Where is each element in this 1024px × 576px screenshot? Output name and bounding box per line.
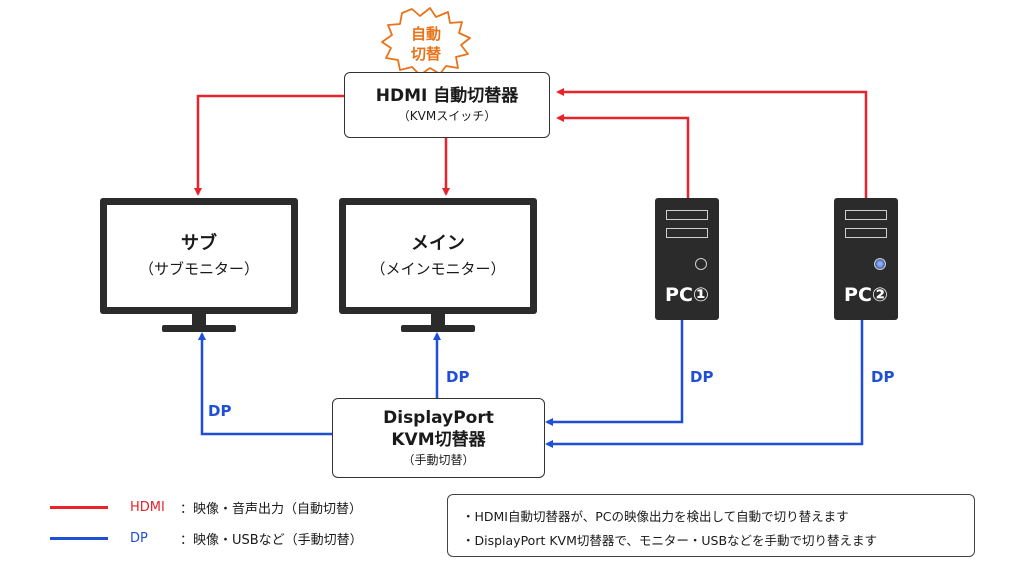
main-monitor: メイン （メインモニター） <box>339 198 537 314</box>
legend-dp: DP ：映像・USBなど（手動切替） <box>50 529 363 548</box>
hdmi-line-from-pc1 <box>556 114 690 198</box>
hdmi-auto-switch: HDMI 自動切替器 （KVMスイッチ） <box>344 72 550 138</box>
sub-monitor-stand <box>162 325 236 332</box>
dp-line-from-pc1 <box>545 320 684 426</box>
displayport-kvm-switch: DisplayPort KVM切替器 （手動切替） <box>332 398 545 478</box>
hdmi-switch-subtitle: （KVMスイッチ） <box>397 109 497 123</box>
legend-dp-name: DP <box>130 531 148 546</box>
legend-hdmi-description: ：映像・音声出力（自動切替） <box>180 502 363 517</box>
pc2-drive-bay-1 <box>845 210 887 220</box>
auto-switch-burst <box>381 7 471 76</box>
legend-dp-swatch <box>50 537 108 540</box>
pc2-drive-bay-2 <box>845 228 887 238</box>
pc1-drive-bay-2 <box>666 228 708 238</box>
burst-label-line1: 自動 <box>411 25 441 43</box>
pc1-drive-bay-1 <box>666 210 708 220</box>
dp-line-from-pc2 <box>545 320 864 448</box>
note-line-2: ・DisplayPort KVM切替器で、モニター・USBなどを手動で切り替えま… <box>462 533 878 548</box>
kvm-switch-title-line1: DisplayPort <box>383 408 494 428</box>
kvm-switch-title-line2: KVM切替器 <box>391 430 486 450</box>
dp-label-pc1: DP <box>690 368 714 386</box>
main-monitor-title: メイン <box>411 233 465 254</box>
dp-label-main: DP <box>446 368 470 386</box>
kvm-switch-subtitle: （手動切替） <box>402 453 475 467</box>
legend-hdmi-name: HDMI <box>130 500 165 515</box>
hdmi-line-to-sub <box>194 94 344 196</box>
hdmi-switch-title: HDMI 自動切替器 <box>375 86 519 106</box>
dp-label-pc2: DP <box>871 368 895 386</box>
sub-monitor-screen: サブ （サブモニター） <box>107 205 291 307</box>
legend-dp-description: ：映像・USBなど（手動切替） <box>180 533 363 548</box>
pc1-power-button-icon <box>695 258 707 270</box>
pc2-tower: PC② <box>834 198 898 320</box>
main-monitor-neck <box>431 314 445 326</box>
hdmi-line-from-pc2 <box>556 88 868 198</box>
sub-monitor-title: サブ <box>181 233 217 254</box>
dp-label-sub: DP <box>208 402 232 420</box>
notes-box: ・HDMI自動切替器が、PCの映像出力を検出して自動で切り替えます ・Displ… <box>447 494 975 557</box>
sub-monitor: サブ （サブモニター） <box>100 198 298 314</box>
pc1-tower: PC① <box>655 198 719 320</box>
main-monitor-subtitle: （メインモニター） <box>370 260 506 278</box>
pc2-power-button-icon <box>874 258 886 270</box>
dp-line-to-sub <box>198 332 332 436</box>
legend-hdmi-swatch <box>50 506 108 509</box>
legend-hdmi: HDMI ：映像・音声出力（自動切替） <box>50 498 362 517</box>
burst-label-line2: 切替 <box>411 45 442 63</box>
main-monitor-stand <box>401 325 475 332</box>
pc2-label: PC② <box>844 284 888 306</box>
sub-monitor-subtitle: （サブモニター） <box>138 260 259 278</box>
sub-monitor-neck <box>192 314 206 326</box>
pc1-label: PC① <box>665 284 709 306</box>
note-line-1: ・HDMI自動切替器が、PCの映像出力を検出して自動で切り替えます <box>462 509 849 524</box>
main-monitor-screen: メイン （メインモニター） <box>346 205 530 307</box>
